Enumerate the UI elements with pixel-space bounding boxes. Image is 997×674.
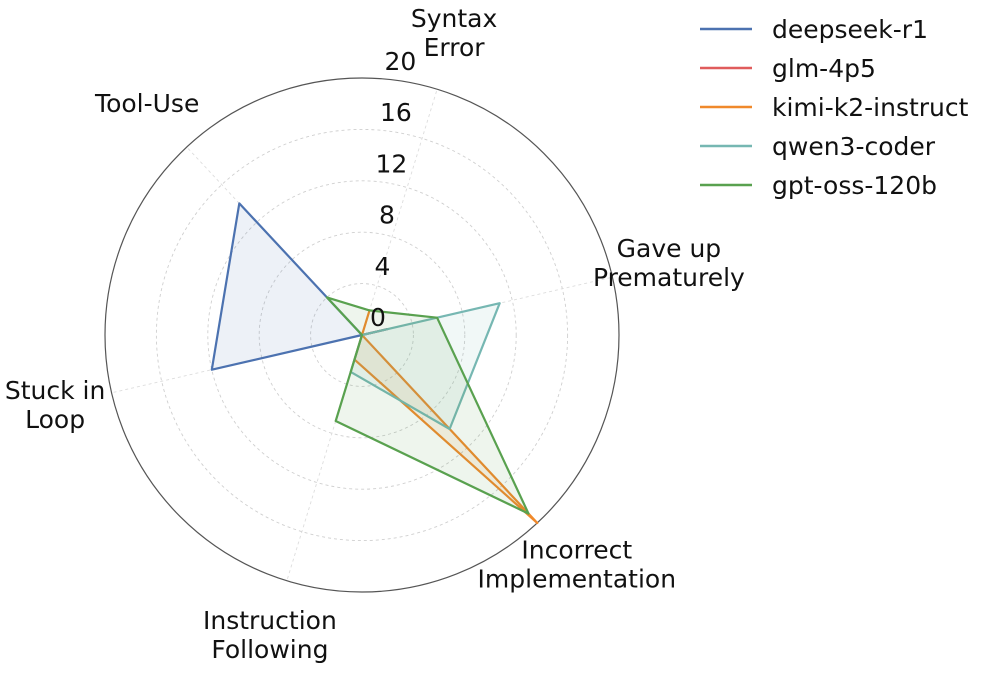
legend-label-deepseek-r1: deepseek-r1: [772, 15, 928, 44]
outer-circle: [104, 77, 620, 593]
axis-label-line: Implementation: [478, 564, 677, 593]
grid-circle-16: [155, 128, 569, 542]
series-fill-gpt-oss-120b: [326, 297, 529, 514]
tick-label-8: 8: [379, 201, 395, 230]
axis-label-line: Incorrect: [521, 535, 632, 564]
axis-label-line: Following: [211, 635, 328, 664]
series-fill-deepseek-r1: [211, 203, 387, 370]
tick-label-0: 0: [370, 303, 386, 332]
series-line-gpt-oss-120b: [325, 296, 530, 515]
axis-label-line: Gave up: [617, 234, 722, 263]
axis-label-line: Loop: [25, 405, 85, 434]
grid-circle-4: [310, 283, 414, 387]
legend-label-qwen3-coder: qwen3-coder: [772, 132, 936, 161]
tick-label-4: 4: [375, 252, 391, 281]
legend: deepseek-r1 glm-4p5 kimi-k2-instruct qwen3-…: [700, 15, 969, 200]
axis-label-line: Tool-Use: [94, 89, 199, 118]
axis-label-line: Stuck in: [5, 376, 105, 405]
legend-label-gpt-oss-120b: gpt-oss-120b: [772, 171, 937, 200]
series-group: [210, 202, 539, 525]
axis-label-line: Syntax: [411, 4, 497, 33]
axis-label-line: Prematurely: [593, 263, 745, 292]
axis-label-5: Tool-Use: [94, 89, 199, 118]
axis-label-line: Instruction: [203, 606, 337, 635]
grid-circle-12: [207, 180, 517, 490]
axis-label-line: Error: [424, 33, 486, 62]
legend-label-kimi-k2-instruct: kimi-k2-instruct: [772, 93, 969, 122]
series-fill-qwen3-coder: [350, 303, 500, 429]
spoke-0: [361, 89, 438, 336]
tick-label-12: 12: [375, 149, 407, 178]
tick-label-16: 16: [380, 98, 412, 127]
tick-label-20: 20: [384, 47, 416, 76]
grid-circle-8: [258, 231, 466, 439]
radial-ticks: 0 4 8 12 16 20: [370, 47, 416, 332]
legend-label-glm-4p5: glm-4p5: [772, 54, 876, 83]
series-line-kimi-k2-instruct: [353, 309, 539, 525]
